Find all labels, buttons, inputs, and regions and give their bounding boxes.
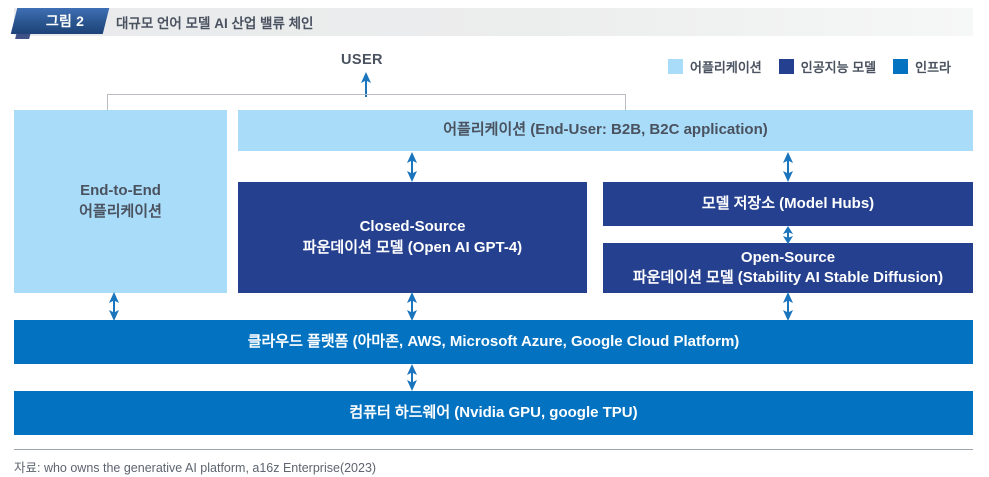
box-line-1: 어플리케이션 (End-User: B2B, B2C application) [443, 121, 768, 139]
user-label: USER [341, 52, 383, 68]
box-line-1: Open-Source [740, 248, 836, 266]
arrow-double-closed-source-to-cloud-icon [405, 292, 419, 321]
arrow-double-cloud-to-hardware-icon [405, 364, 419, 391]
arrow-double-open-source-to-cloud-icon [781, 292, 795, 321]
box-line-1: 클라우드 플랫폼 (아마존, AWS, Microsoft Azure, Goo… [247, 332, 740, 350]
box-computer-hardware: 컴퓨터 하드웨어 (Nvidia GPU, google TPU) [14, 391, 973, 435]
page-title: 대규모 언어 모델 AI 산업 밸류 체인 [116, 16, 314, 31]
box-line-1: 모델 저장소 (Model Hubs) [701, 194, 875, 212]
figure-header-bar [14, 8, 973, 36]
source-note: 자료: who owns the generative AI platform,… [14, 461, 377, 475]
legend-swatch-icon [668, 59, 683, 74]
box-end-to-end-application: End-to-End 어플리케이션 [14, 110, 227, 293]
box-line-2: 어플리케이션 [79, 202, 162, 220]
arrow-double-application-to-model-hubs-icon [781, 152, 795, 182]
legend-swatch-icon [778, 59, 794, 74]
legend-item-ai-model: 인공지능 모델 [778, 57, 877, 76]
legend-item-label: 인프라 [915, 60, 952, 75]
box-open-source-foundation-model: Open-Source 파운데이션 모델 (Stability AI Stabl… [603, 243, 973, 293]
footer-divider [14, 449, 973, 450]
arrow-double-model-hubs-to-open-source-icon [781, 226, 795, 244]
legend-item-infra: 인프라 [893, 57, 951, 76]
box-model-hubs: 모델 저장소 (Model Hubs) [603, 182, 973, 226]
arrow-double-end-to-end-to-cloud-icon [107, 292, 121, 321]
box-line-2: 파운데이션 모델 (Stability AI Stable Diffusion) [632, 269, 944, 286]
box-line-1: 컴퓨터 하드웨어 (Nvidia GPU, google TPU) [349, 403, 638, 421]
legend: 어플리케이션 인공지능 모델 인프라 [668, 57, 951, 76]
box-line-2: 파운데이션 모델 (Open AI GPT-4) [302, 238, 523, 256]
box-line-1: End-to-End [80, 182, 161, 200]
legend-swatch-icon [893, 59, 909, 74]
box-line-1: Closed-Source [359, 218, 466, 236]
figure-tag-label: 그림 2 [45, 13, 85, 29]
legend-item-label: 어플리케이션 [690, 60, 762, 75]
legend-item-label: 인공지능 모델 [800, 60, 877, 75]
box-closed-source-foundation-model: Closed-Source 파운데이션 모델 (Open AI GPT-4) [238, 182, 587, 293]
box-end-user-application: 어플리케이션 (End-User: B2B, B2C application) [238, 110, 973, 151]
box-cloud-platform: 클라우드 플랫폼 (아마존, AWS, Microsoft Azure, Goo… [14, 320, 973, 364]
legend-item-application: 어플리케이션 [668, 57, 762, 76]
user-bracket-connector [107, 94, 626, 111]
arrow-双-application-to-closed-source-icon [405, 152, 419, 182]
